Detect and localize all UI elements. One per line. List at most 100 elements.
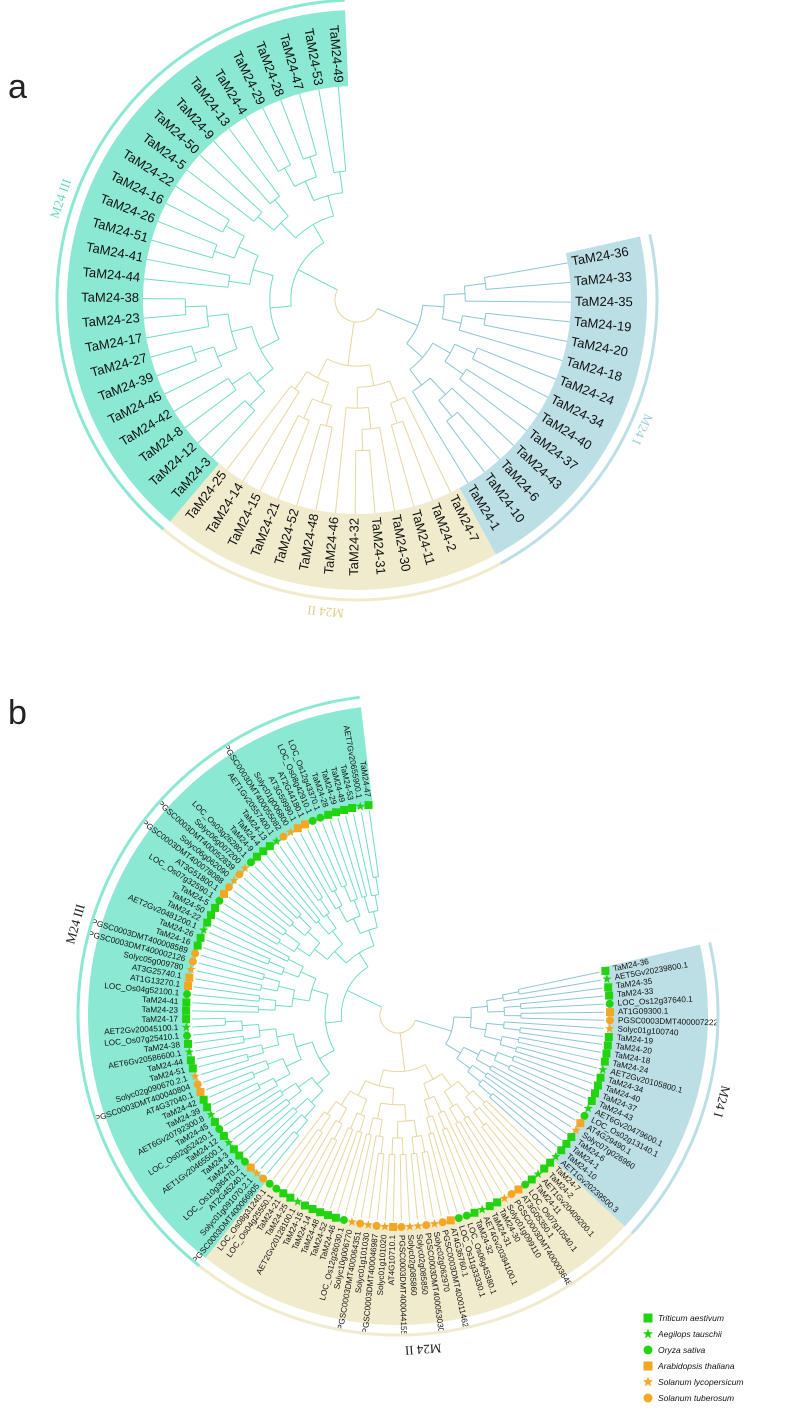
species-marker — [181, 1022, 191, 1032]
species-marker — [493, 1198, 502, 1207]
species-marker — [324, 810, 333, 819]
species-marker — [246, 1163, 255, 1172]
species-marker — [215, 896, 224, 905]
leaf-label: TaM24-33 — [617, 987, 655, 999]
sector-I — [551, 944, 708, 1227]
species-marker — [224, 883, 233, 892]
species-marker — [219, 889, 228, 898]
species-marker — [485, 1202, 494, 1211]
species-marker — [557, 1146, 566, 1155]
species-marker — [598, 1064, 608, 1074]
species-marker — [567, 1133, 576, 1142]
species-marker — [259, 847, 268, 856]
species-marker — [301, 820, 310, 829]
species-marker — [454, 1214, 463, 1223]
ring-III — [76, 695, 360, 1268]
species-marker — [521, 1180, 530, 1189]
species-marker — [186, 964, 196, 974]
leaf-label: AT1G09300.1 — [618, 1007, 669, 1017]
species-marker — [605, 991, 614, 1000]
species-marker — [603, 1041, 612, 1050]
leaf-label: TaM24-46 — [321, 516, 342, 575]
legend-label: Oryza sativa — [658, 1345, 706, 1355]
leaf-label: TaM24-23 — [142, 1005, 179, 1015]
ring-II — [162, 528, 502, 602]
species-marker — [184, 1047, 194, 1056]
species-marker — [605, 999, 614, 1008]
species-marker — [397, 1222, 406, 1231]
species-marker — [602, 1049, 611, 1058]
species-marker — [184, 981, 193, 990]
species-marker — [605, 1008, 614, 1017]
species-marker — [355, 801, 365, 811]
species-marker — [240, 863, 250, 873]
species-marker — [285, 827, 296, 837]
species-marker — [193, 941, 202, 950]
species-marker — [308, 816, 317, 825]
species-marker — [206, 1109, 216, 1119]
species-marker — [590, 1089, 599, 1098]
species-marker — [605, 1016, 614, 1025]
leaf-label: TaM24-38 — [81, 290, 139, 305]
panel-b-letter: b — [8, 694, 27, 732]
species-marker — [339, 1215, 348, 1224]
ring-II — [198, 1232, 634, 1337]
species-marker — [193, 1080, 202, 1089]
legend-marker — [643, 1313, 653, 1323]
species-marker — [293, 824, 302, 833]
species-marker — [422, 1221, 431, 1230]
leaf-label: AT4G10710.1 — [387, 1234, 397, 1285]
legend-label: Aegilops tauschii — [657, 1329, 723, 1339]
species-marker — [429, 1219, 440, 1228]
species-marker — [340, 805, 349, 814]
species-marker — [587, 1097, 596, 1106]
species-marker — [224, 1137, 234, 1147]
species-marker — [600, 1057, 609, 1066]
species-marker — [604, 1023, 615, 1033]
species-marker — [446, 1216, 455, 1225]
group-label-I: M24 I — [711, 1084, 734, 1119]
species-marker — [190, 1071, 200, 1081]
ring-I — [630, 942, 720, 1235]
species-marker — [235, 1151, 244, 1160]
species-marker — [188, 957, 197, 966]
leaf-label: TaM24-41 — [142, 995, 179, 1006]
leaf-label: TaM24-49 — [327, 24, 347, 83]
species-marker — [271, 836, 282, 846]
species-marker — [372, 1221, 381, 1230]
sector-I — [459, 236, 647, 555]
leaf-label: Solyc02g085860 — [406, 1234, 418, 1296]
species-marker — [265, 842, 274, 851]
legend-label: Solanum lycopersicum — [658, 1377, 744, 1387]
sector-III — [88, 707, 373, 1259]
species-marker — [259, 1174, 268, 1183]
species-marker — [356, 1219, 365, 1228]
species-marker — [206, 911, 215, 920]
species-marker — [183, 1031, 192, 1040]
legend-marker — [643, 1361, 653, 1371]
group-label-II: M24 II — [307, 603, 345, 622]
species-marker — [477, 1204, 487, 1214]
leaf-label: LOC_Os12g37640.1 — [617, 995, 693, 1008]
leaf-label: TaM24-31 — [369, 517, 389, 576]
species-marker — [293, 1196, 303, 1206]
panel-b-circular-tree: TaM24-36AET5Gv20239800.1TaM24-35TaM24-33… — [8, 694, 744, 1403]
species-marker — [219, 1131, 228, 1140]
leaf-label: TaM24-35 — [575, 294, 633, 310]
panel-b-group-sectors — [88, 707, 708, 1325]
species-marker — [246, 858, 255, 867]
panel-a-letter: a — [8, 68, 27, 106]
species-marker — [252, 1168, 262, 1178]
leaf-label: Solyc01g100740 — [617, 1024, 679, 1037]
legend-marker — [643, 1345, 653, 1355]
group-label-II: M24 II — [404, 1341, 441, 1359]
species-marker — [185, 973, 194, 982]
leaf-label: TaM24-33 — [574, 269, 633, 289]
legend-marker — [642, 1376, 654, 1387]
species-marker — [596, 1073, 605, 1082]
species-marker — [604, 983, 613, 992]
leaf-label: TaM24-44 — [82, 264, 141, 285]
species-marker — [571, 1125, 581, 1135]
leaf-label: TaM24-19 — [573, 314, 632, 335]
